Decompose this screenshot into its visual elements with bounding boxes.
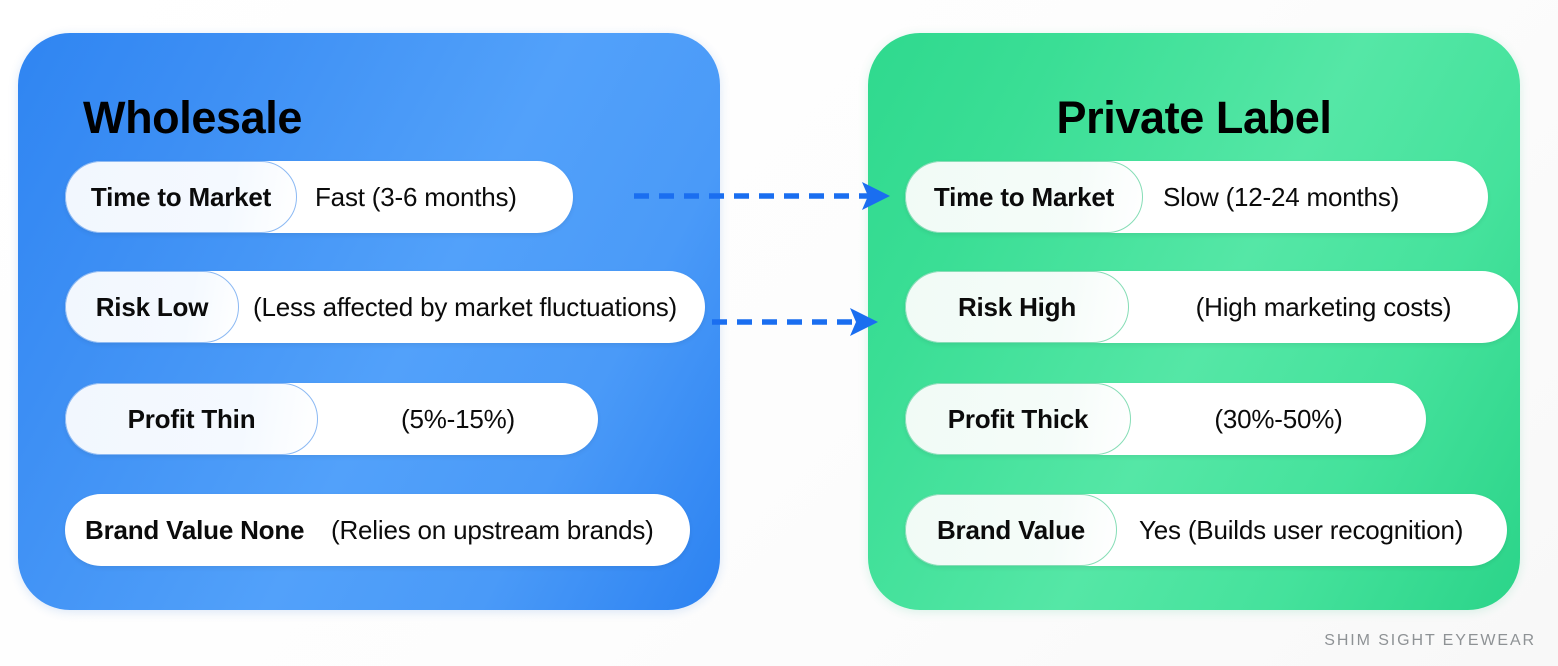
row-label-risk: Risk Low — [65, 271, 239, 343]
card-wholesale-title: Wholesale — [83, 92, 302, 143]
card-private-label: Private Label Time to Market Slow (12-24… — [868, 33, 1520, 610]
row-brand-value[interactable]: Brand Value Yes (Builds user recognition… — [905, 494, 1507, 566]
row-value-profit: (30%-50%) — [1214, 403, 1343, 434]
row-time-to-market[interactable]: Time to Market Slow (12-24 months) — [905, 161, 1488, 233]
card-wholesale: Wholesale Time to Market Fast (3-6 month… — [18, 33, 720, 610]
row-value-time-to-market: Slow (12-24 months) — [1163, 181, 1400, 212]
row-value-time-to-market: Fast (3-6 months) — [315, 181, 517, 212]
row-label-time-to-market: Time to Market — [905, 161, 1143, 233]
row-time-to-market[interactable]: Time to Market Fast (3-6 months) — [65, 161, 573, 233]
row-label-brand-value: Brand Value — [905, 494, 1117, 566]
card-private-label-title: Private Label — [1056, 92, 1332, 143]
row-label-risk: Risk High — [905, 271, 1129, 343]
row-label-time-to-market: Time to Market — [65, 161, 297, 233]
row-value-brand-value: Yes (Builds user recognition) — [1139, 514, 1464, 545]
row-risk[interactable]: Risk High (High marketing costs) — [905, 271, 1518, 343]
row-value-brand-value: (Relies on upstream brands) — [331, 514, 654, 545]
row-brand-value[interactable]: Brand Value None (Relies on upstream bra… — [65, 494, 690, 566]
arrow-risk-icon — [712, 308, 878, 336]
row-profit[interactable]: Profit Thin (5%-15%) — [65, 383, 598, 455]
row-value-risk: (Less affected by market fluctuations) — [253, 291, 678, 322]
row-value-profit: (5%-15%) — [401, 403, 515, 434]
row-profit[interactable]: Profit Thick (30%-50%) — [905, 383, 1426, 455]
row-label-profit: Profit Thin — [65, 383, 318, 455]
row-value-risk: (High marketing costs) — [1195, 291, 1452, 322]
row-label-brand-value: Brand Value None — [85, 514, 305, 545]
watermark: SHIM SIGHT EYEWEAR — [1324, 632, 1536, 649]
row-label-profit: Profit Thick — [905, 383, 1131, 455]
row-risk[interactable]: Risk Low (Less affected by market fluctu… — [65, 271, 705, 343]
